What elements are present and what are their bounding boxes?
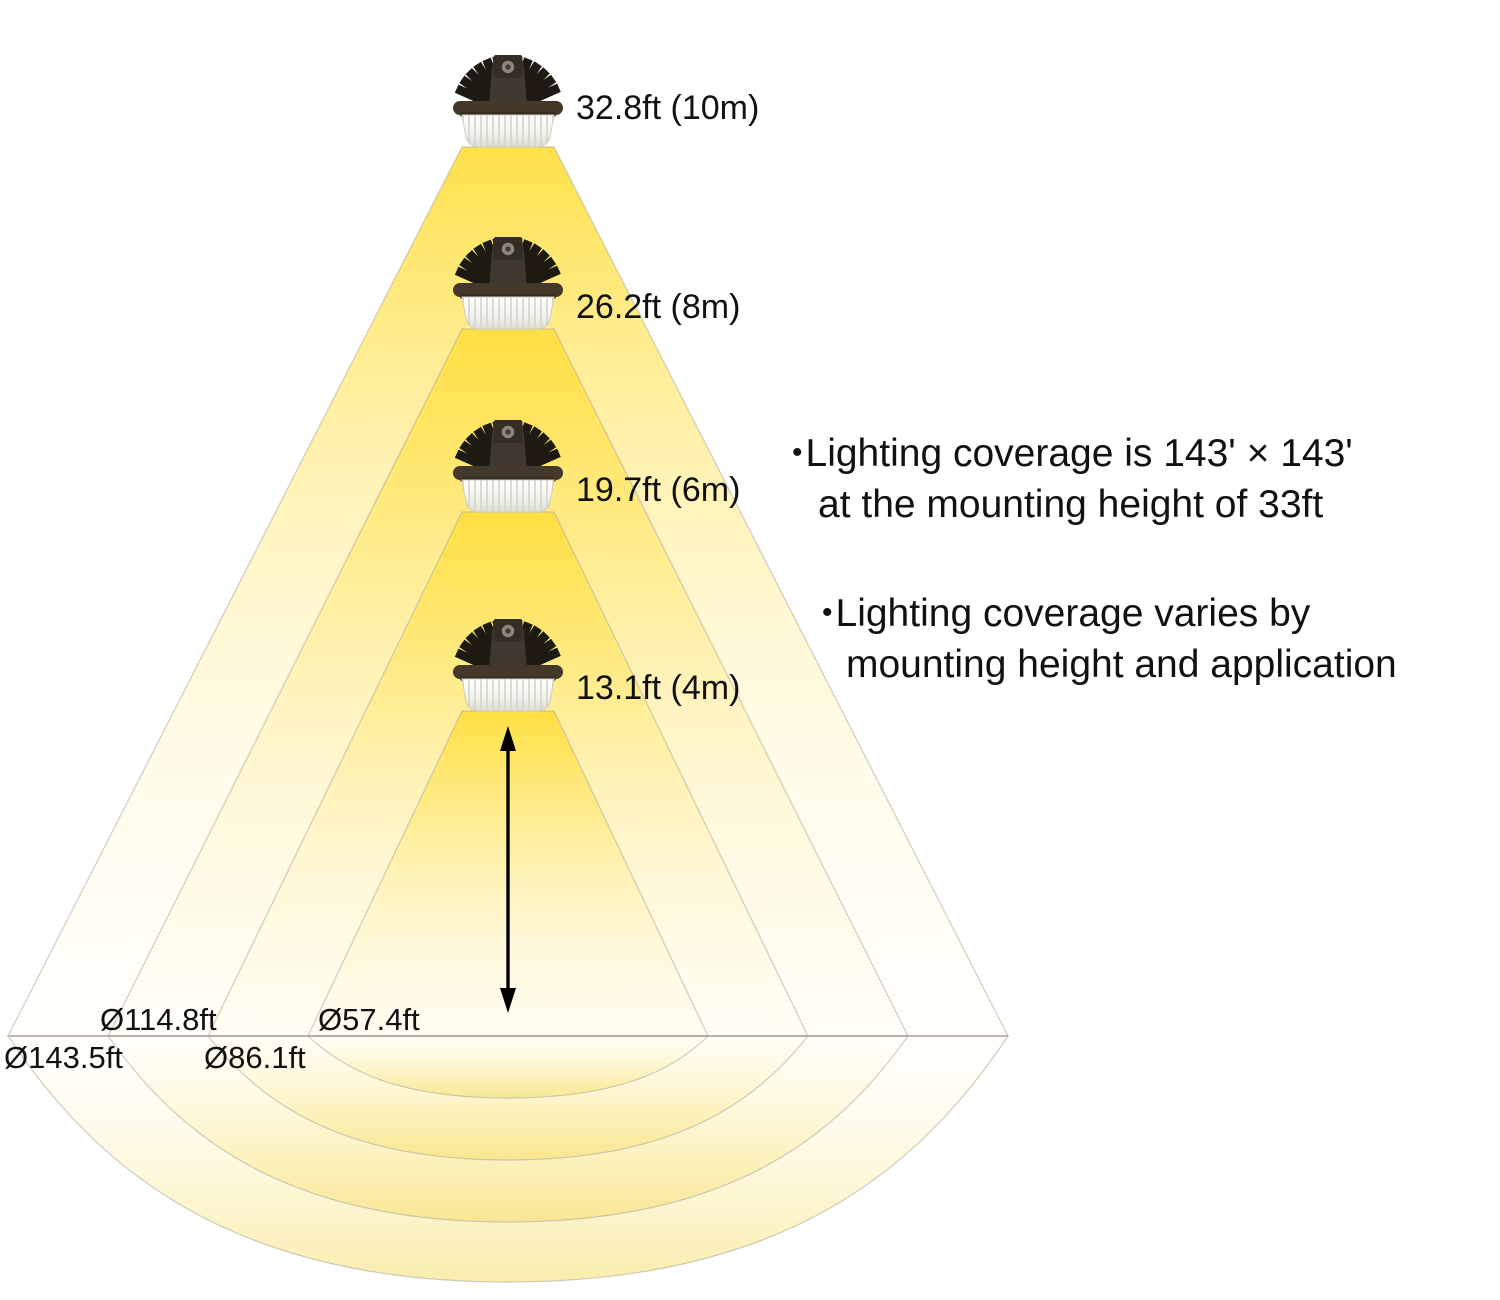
mounting-height-label-6m: 19.7ft (6m): [576, 471, 741, 509]
bullet-icon: •: [792, 436, 803, 469]
light-fixture-10m: [452, 54, 564, 148]
diameter-label-114ft: Ø114.8ft: [100, 1002, 217, 1037]
diameter-label-143ft: Ø143.5ft: [4, 1040, 123, 1075]
arrow-up-icon: [500, 726, 516, 751]
mounting-height-label-10m: 32.8ft (10m): [576, 89, 760, 127]
note-varies-text1: Lighting coverage varies by: [835, 592, 1311, 635]
mounting-height-arrow: [500, 726, 516, 1013]
arrow-down-icon: [500, 988, 516, 1013]
note-varies-line2: mounting height and application: [846, 643, 1397, 686]
diameter-label-86ft: Ø86.1ft: [204, 1040, 306, 1075]
note-varies-line1: •Lighting coverage varies by: [822, 592, 1311, 636]
bullet-icon: •: [822, 596, 833, 629]
diameter-label-57ft: Ø57.4ft: [318, 1002, 420, 1037]
light-pool-57ft: [306, 1035, 710, 1099]
note-coverage-line1: •Lighting coverage is 143' × 143': [792, 432, 1353, 476]
mounting-height-label-4m: 13.1ft (4m): [576, 669, 741, 707]
mounting-height-label-8m: 26.2ft (8m): [576, 288, 741, 326]
note-coverage-line2: at the mounting height of 33ft: [818, 483, 1324, 526]
note-coverage-text1: Lighting coverage is 143' × 143': [805, 432, 1353, 475]
